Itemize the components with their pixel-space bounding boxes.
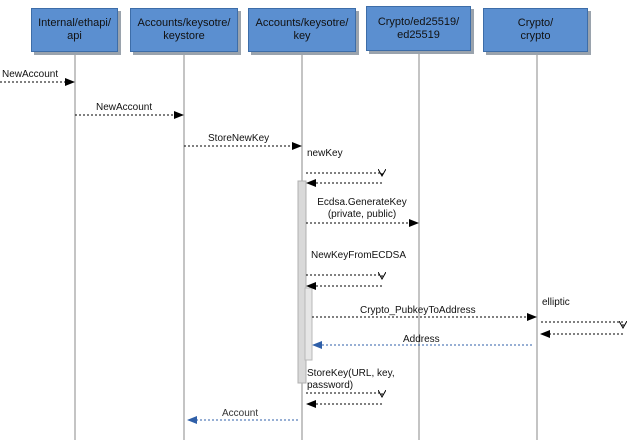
label-pubkeytoaddress: Crypto_PubkeyToAddress xyxy=(360,305,476,316)
label-generatekey: Ecdsa.GenerateKey (private, public) xyxy=(308,197,416,221)
label-newkeyfromecdsa: NewKeyFromECDSA xyxy=(311,250,407,261)
lifeline-header-line1: Accounts/keysotre/ xyxy=(137,17,231,29)
lifeline-header-api: Internal/ethapi/ api xyxy=(31,8,118,52)
label-newaccount-in: NewAccount xyxy=(2,69,59,80)
lifeline-header-key: Accounts/keysotre/ key xyxy=(248,8,356,52)
label-newkey: newKey xyxy=(307,148,343,159)
lifeline-header-line2: api xyxy=(67,30,82,42)
label-generatekey-line1: Ecdsa.GenerateKey xyxy=(317,197,407,208)
selfcall-newkeyfromecdsa xyxy=(306,275,382,279)
lifeline-header-line1: Crypto/ xyxy=(517,17,554,29)
label-storenewkey: StoreNewKey xyxy=(208,133,270,144)
selfcall-elliptic xyxy=(541,322,623,328)
lifeline-header-keystore: Accounts/keysotre/ keystore xyxy=(130,8,238,52)
label-newaccount-keystore: NewAccount xyxy=(96,102,153,113)
selfcall-newkey xyxy=(306,173,382,176)
lifeline-header-ed25519: Crypto/ed25519/ ed25519 xyxy=(366,6,471,51)
label-address: Address xyxy=(403,334,440,345)
label-generatekey-line2: (private, public) xyxy=(327,209,397,220)
label-storekey-line1: StoreKey(URL, key, xyxy=(307,368,395,379)
lifeline-header-line2: crypto xyxy=(520,30,551,42)
label-account: Account xyxy=(222,408,259,419)
lifeline-header-line1: Accounts/keysotre/ xyxy=(255,17,349,29)
lifeline-header-line2: key xyxy=(293,30,311,42)
label-storekey-line2: password) xyxy=(307,380,354,391)
lifeline-header-line2: keystore xyxy=(163,30,205,42)
activation-bar-key-inner xyxy=(304,287,313,361)
lifeline-header-line2: ed25519 xyxy=(397,28,440,41)
label-elliptic: elliptic xyxy=(542,297,570,308)
lifeline-header-line1: Internal/ethapi/ xyxy=(38,17,111,29)
lifeline-header-crypto: Crypto/ crypto xyxy=(483,8,588,52)
label-storekey: StoreKey(URL, key, password) xyxy=(307,368,395,392)
lifeline-header-line1: Crypto/ed25519/ xyxy=(377,15,460,28)
selfcall-storekey xyxy=(306,393,382,397)
